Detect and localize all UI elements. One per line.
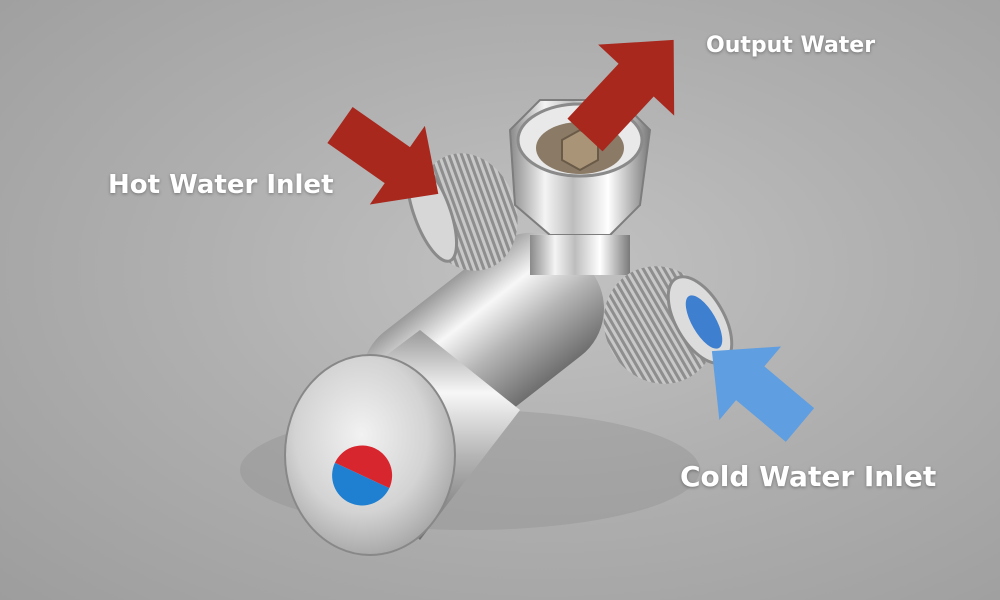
hot-inlet-arrow-icon: [327, 106, 439, 205]
hot-cold-indicator-icon: [332, 445, 393, 506]
cold-water-inlet-label: Cold Water Inlet: [680, 460, 937, 493]
cold-inlet-arrow-icon: [711, 346, 815, 442]
temperature-knob: [284, 330, 520, 556]
cold-inlet-fitting: [603, 266, 734, 384]
hot-water-inlet-label: Hot Water Inlet: [108, 170, 334, 200]
output-water-label: Output Water: [706, 33, 876, 58]
output-arrow-icon: [567, 39, 675, 152]
